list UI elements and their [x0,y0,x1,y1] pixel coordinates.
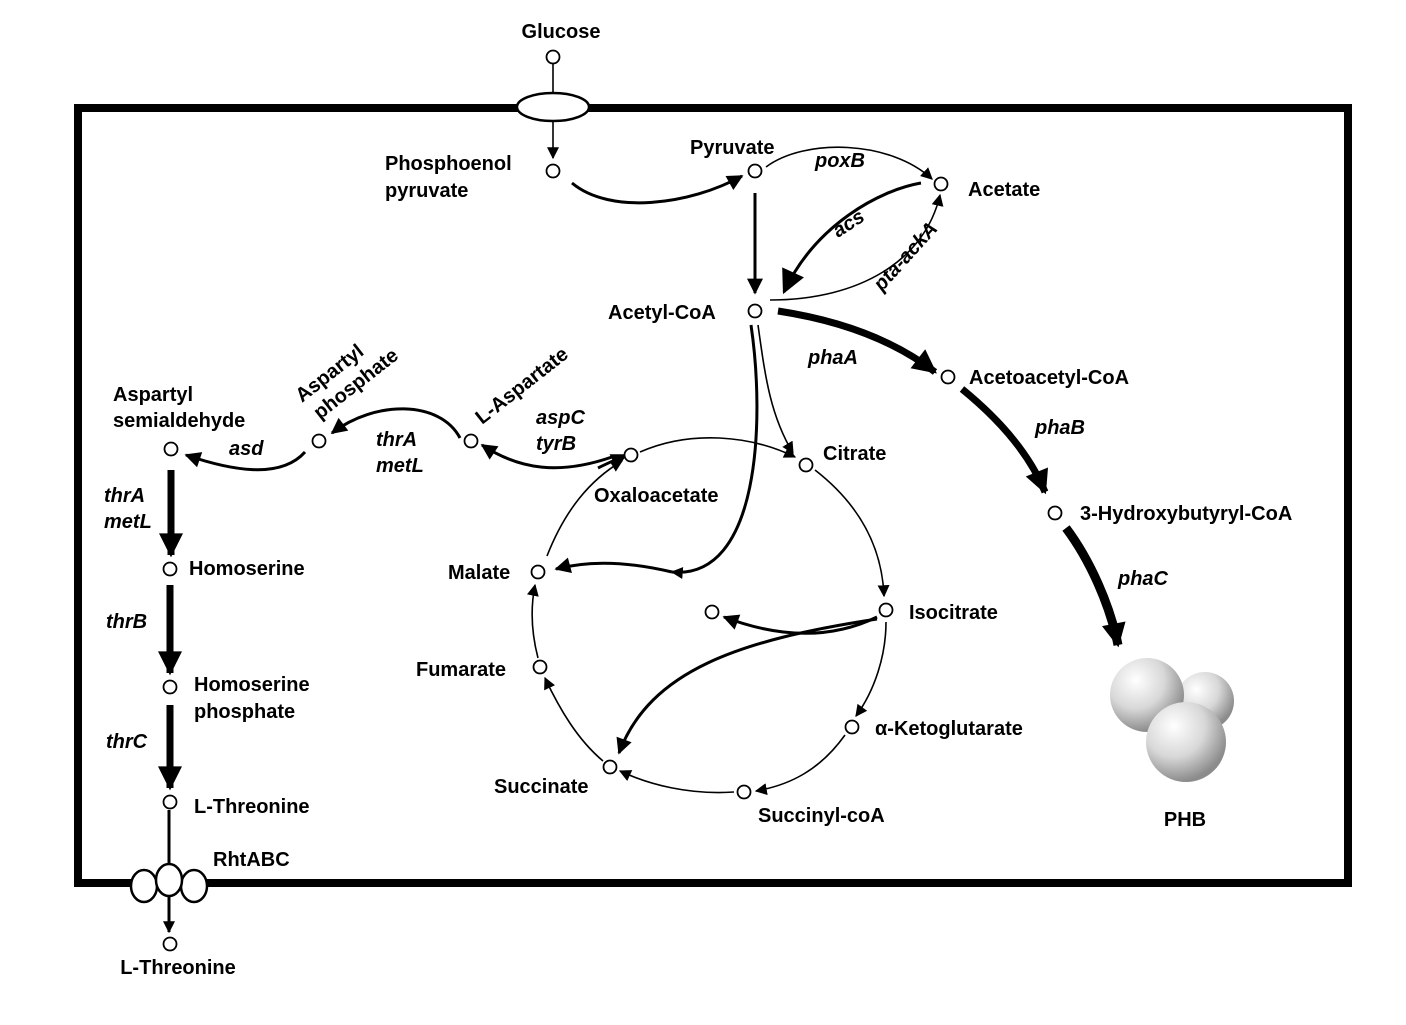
metabolite-nodes [162,49,1063,952]
arrow-aspp-semialdehyde [184,450,307,472]
arrow-phab [959,386,1049,495]
node-fumarate [532,659,548,675]
arrow-acetylcoa-malate [670,324,759,579]
node-pep [545,163,561,179]
enzyme-tyrb: tyrB [536,433,576,455]
arrow-succinate-fumarate [544,676,604,762]
label-citrate: Citrate [823,443,886,465]
node-l-threonine-out [162,936,178,952]
enzyme-phac: phaC [1117,568,1169,590]
enzyme-thrb: thrB [106,611,147,633]
arrow-phac [1062,525,1126,648]
node-succinate [602,759,618,775]
label-succinate: Succinate [494,776,588,798]
arrow-poxb [765,146,933,180]
node-aspartyl-phosphate [311,433,327,449]
rhtabc-transporter [129,810,209,934]
arrow-isocitrate-glyoxylate [722,614,878,635]
arrow-oaa-citrate [639,437,797,458]
arrow-fumarate-malate [527,583,539,659]
arrow-akg-succcoa [754,734,846,796]
arrow-acetylcoa-citrate [757,324,794,455]
label-acetate: Acetate [968,179,1040,201]
enzyme-metl-2: metL [104,511,152,533]
label-isocitrate: Isocitrate [909,602,998,624]
enzyme-thra-2: thrA [104,485,145,507]
label-ketoglutarate: α-Ketoglutarate [875,718,1023,740]
label-hydroxybutyryl-coa: 3-Hydroxybutyryl-CoA [1080,503,1292,525]
arrow-isocitrate-succinate [616,617,878,755]
enzyme-pta-acka: pta-ackA [869,218,943,296]
label-rhtabc: RhtABC [213,849,290,871]
enzyme-phab: phaB [1034,417,1085,439]
enzyme-aspc: aspC [536,407,585,429]
arrow-pep-pyruvate [571,174,744,205]
label-aspartyl-semialdehyde-2: semialdehyde [113,410,245,432]
node-l-aspartate [463,433,479,449]
label-acetoacetyl-coa: Acetoacetyl-CoA [969,367,1129,389]
arrow-succcoa-succinate [618,770,735,794]
enzyme-asd: asd [229,438,264,460]
cell-membrane [74,104,1352,887]
label-oxaloacetate: Oxaloacetate [594,485,719,507]
arrow-acs [782,181,922,295]
label-homoserine: Homoserine [189,558,305,580]
label-l-threonine-out: L-Threonine [120,957,236,979]
node-aspartyl-semialdehyde [163,441,179,457]
node-acetate [933,176,949,192]
arrow-aspartate-asp-phosphate [330,407,462,439]
enzyme-thrc: thrC [106,731,148,753]
metabolite-labels: Glucose Phosphoenol pyruvate Pyruvate Ac… [113,21,1292,979]
enzyme-phaa: phaA [807,347,858,369]
label-malate: Malate [448,562,510,584]
enzyme-thra-1: thrA [376,429,417,451]
arrow-oaa-aspartate [480,443,613,470]
node-pyruvate [747,163,763,179]
node-malate [530,564,546,580]
label-aspartyl-semialdehyde-1: Aspartyl [113,384,193,406]
node-acetoacetyl-coa [940,369,956,385]
label-succinyl-coa: Succinyl-coA [758,805,885,827]
arrow-pta-acka [769,193,944,301]
arrow-citrate-isocitrate [814,469,890,598]
enzyme-metl-1: metL [376,455,424,477]
reaction-arrows [158,146,1126,796]
label-fumarate: Fumarate [416,659,506,681]
label-l-threonine-in: L-Threonine [194,796,310,818]
node-glucose [545,49,561,65]
arrow-phaa [777,307,938,375]
enzyme-acs: acs [829,206,869,243]
node-homoserine [162,561,178,577]
label-homoserine-phosphate-1: Homoserine [194,674,310,696]
node-oaa [623,447,639,463]
label-pep-1: Phosphoenol [385,153,512,175]
arrow-isocitrate-akg [855,621,887,717]
label-acetyl-coa: Acetyl-CoA [608,302,716,324]
phb-granules-icon [1110,658,1234,782]
node-acetyl-coa [747,303,763,319]
node-l-threonine-in [162,794,178,810]
label-pyruvate: Pyruvate [690,137,775,159]
node-citrate [798,457,814,473]
label-homoserine-phosphate-2: phosphate [194,701,295,723]
label-phb: PHB [1164,809,1206,831]
node-akg [844,719,860,735]
label-pep-2: pyruvate [385,180,468,202]
enzyme-poxb: poxB [814,150,865,172]
glucose-transporter [515,64,591,160]
node-isocitrate [878,602,894,618]
node-homoserine-phosphate [162,679,178,695]
label-glucose: Glucose [522,21,601,43]
node-glyoxylate [704,604,720,620]
node-succinyl-coa [736,784,752,800]
node-hydroxybutyryl-coa [1047,505,1063,521]
arrow-malate-oaa [546,460,624,557]
